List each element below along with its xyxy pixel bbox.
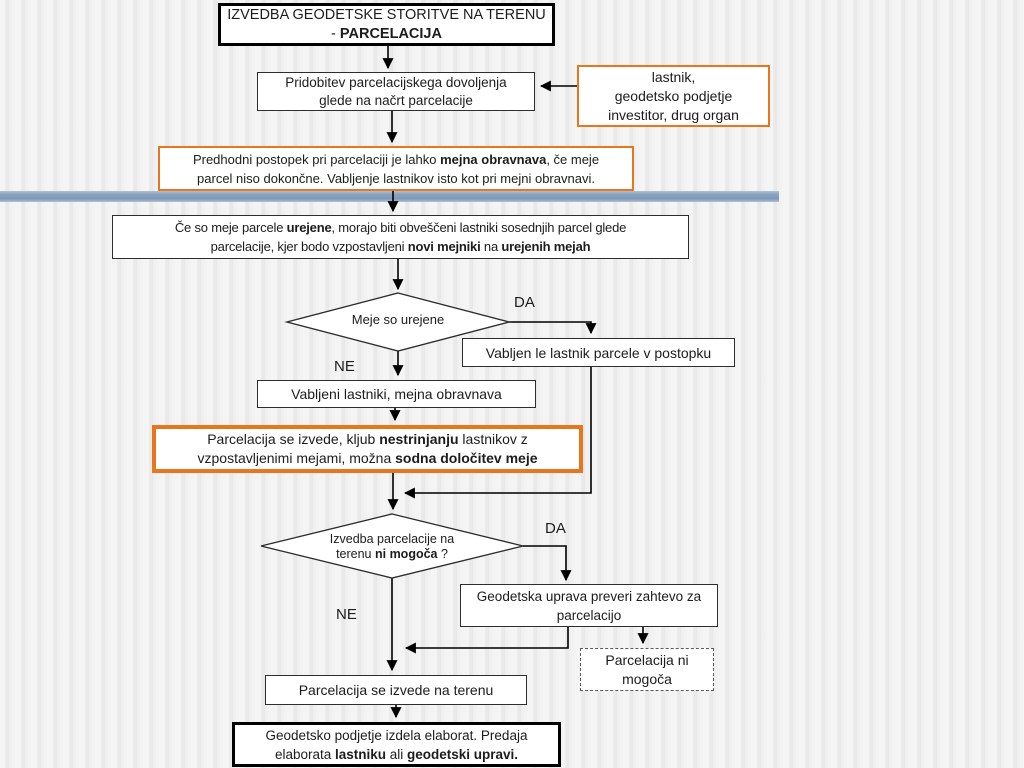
node-predhodni-postopek: Predhodni postopek pri parcelaciji je la… bbox=[158, 146, 634, 191]
branch-label-da-2: DA bbox=[545, 520, 566, 537]
node-predhodni-text: Predhodni postopek pri parcelaciji je la… bbox=[192, 151, 600, 186]
connector-geodetska-join bbox=[404, 627, 569, 654]
node-parcelacija-se-izvede: Parcelacija se izvede na terenu bbox=[265, 675, 527, 705]
node-parcelacija-ni-mogoca-text: Parcelacija ni mogoča bbox=[605, 651, 689, 687]
node-elaborat: Geodetsko podjetje izdela elaborat. Pred… bbox=[232, 722, 561, 767]
node-pridobitev-dovoljenja: Pridobitev parcelacijskega dovoljenja gl… bbox=[257, 72, 535, 111]
node-parcelacija-ni-mogoca: Parcelacija ni mogoča bbox=[580, 648, 714, 691]
node-elaborat-text: Geodetsko podjetje izdela elaborat. Pred… bbox=[265, 727, 528, 762]
node-geodetska-uprava-text: Geodetska uprava preveri zahtevo za parc… bbox=[476, 588, 702, 623]
node-geodetska-uprava-preveri: Geodetska uprava preveri zahtevo za parc… bbox=[460, 584, 718, 627]
node-lastnik-udelezenci: lastnik, geodetsko podjetje investitor, … bbox=[577, 65, 770, 127]
node-parcelacija-kljub-nestrinjanju: Parcelacija se izvede, kljub nestrinjanj… bbox=[152, 425, 583, 473]
decision-diamond-meje bbox=[284, 292, 512, 352]
branch-label-da-1: DA bbox=[514, 294, 535, 311]
connector-diamond1-da bbox=[509, 321, 597, 335]
section-divider-bar bbox=[0, 191, 779, 202]
node-title-text: IZVEDBA GEODETSKE STORITVE NA TERENU - P… bbox=[227, 6, 546, 42]
connector-vabljenle-join bbox=[403, 367, 592, 499]
decision-diamond-izvedba bbox=[260, 513, 524, 579]
decision-meje-text: Meje so urejene bbox=[351, 312, 445, 327]
node-parcelacija-kljub-text: Parcelacija se izvede, kljub nestrinjanj… bbox=[197, 431, 538, 466]
node-vabljen-le-text: Vabljen le lastnik parcele v postopku bbox=[485, 344, 712, 361]
node-pridobitev-text: Pridobitev parcelacijskega dovoljenja gl… bbox=[285, 74, 507, 108]
node-parcelacija-se-izvede-text: Parcelacija se izvede na terenu bbox=[298, 682, 494, 698]
node-title: IZVEDBA GEODETSKE STORITVE NA TERENU - P… bbox=[218, 3, 555, 46]
branch-label-ne-1: NE bbox=[334, 358, 355, 375]
node-vabljeni-lastniki: Vabljeni lastniki, mejna obravnava bbox=[257, 380, 536, 408]
node-vabljeni-lastniki-text: Vabljeni lastniki, mejna obravnava bbox=[291, 386, 502, 402]
node-vabljen-le-lastnik: Vabljen le lastnik parcele v postopku bbox=[462, 338, 735, 367]
node-lastnik-text: lastnik, geodetsko podjetje investitor, … bbox=[608, 68, 739, 123]
node-ce-so-meje-text: Če so meje parcele urejene, morajo biti … bbox=[174, 220, 627, 254]
decision-izvedba-ni-mogoca-label: Izvedba parcelacije na terenu ni mogoča … bbox=[282, 528, 502, 566]
node-ce-so-meje-urejene: Če so meje parcele urejene, morajo biti … bbox=[112, 215, 689, 259]
decision-meje-urejene-label: Meje so urejene bbox=[288, 302, 508, 338]
connector-diamond2-da bbox=[523, 545, 572, 582]
branch-label-ne-2: NE bbox=[336, 606, 357, 623]
decision-izvedba-text: Izvedba parcelacije na terenu ni mogoča … bbox=[329, 531, 455, 562]
